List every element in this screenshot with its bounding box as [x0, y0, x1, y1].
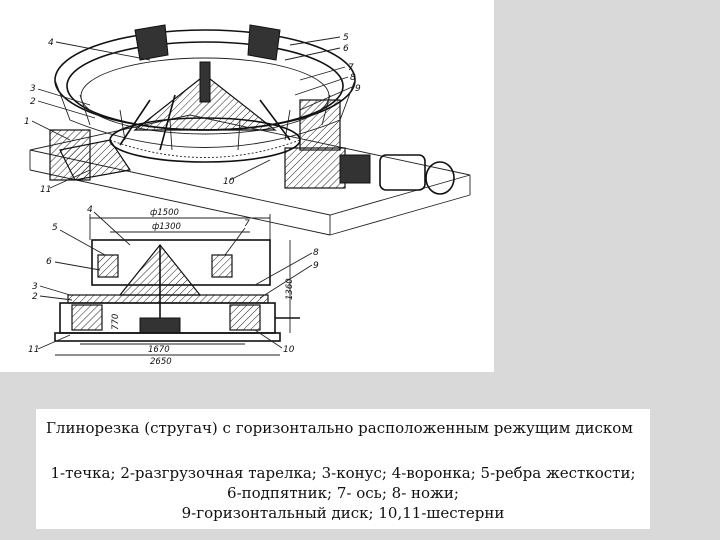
callout-11: 11 — [40, 185, 51, 195]
base-section — [54, 332, 281, 342]
section-callout-2: 2 — [32, 292, 38, 302]
stiffening-rib — [134, 24, 169, 61]
dimension-1360: 1360 — [285, 278, 295, 300]
dimension-2650: 2650 — [150, 357, 172, 367]
section-view: ф1500 ф1300 1670 2650 — [28, 205, 319, 367]
section-callout-10: 10 — [283, 345, 295, 355]
stiffening-rib — [247, 24, 281, 61]
section-callout-4: 4 — [87, 205, 93, 215]
callout-4: 4 — [48, 38, 54, 48]
discharge-chute — [59, 139, 132, 181]
caption-box: Глинорезка (стругач) с горизонтально рас… — [36, 409, 650, 529]
axle — [199, 61, 211, 103]
section-callout-9: 9 — [313, 261, 319, 271]
dimension-1670: 1670 — [148, 345, 170, 355]
callout-3: 3 — [30, 84, 36, 94]
gearbox — [284, 147, 346, 189]
legend-line: 1-течка; 2-разгрузочная тарелка; 3-конус… — [50, 464, 636, 482]
section-callout-6: 6 — [46, 257, 52, 267]
dimension-1500: ф1500 — [150, 208, 179, 218]
callout-6: 6 — [343, 44, 349, 54]
section-callout-7: 7 — [244, 219, 250, 229]
legend-line: 9-горизонтальный диск; 10,11-шестерни — [181, 504, 505, 522]
callout-9: 9 — [355, 84, 361, 94]
legend-line: 6-подпятник; 7- ось; 8- ножи; — [227, 484, 459, 502]
rib-section — [97, 254, 119, 278]
callout-1: 1 — [24, 117, 30, 127]
callout-5: 5 — [343, 33, 349, 43]
section-callout-8: 8 — [313, 248, 319, 258]
callout-2: 2 — [30, 97, 36, 107]
section-callout-5: 5 — [52, 223, 58, 233]
dimension-1300: ф1300 — [152, 222, 181, 232]
knives — [119, 94, 291, 151]
drawing-panel: 4 5 6 7 8 9 3 2 1 10 11 ф1500 ф1300 — [0, 0, 494, 372]
section-callout-11: 11 — [28, 345, 39, 355]
caption-legend: 1-течка; 2-разгрузочная тарелка; 3-конус… — [36, 463, 650, 523]
rib-section — [211, 254, 233, 278]
callout-8: 8 — [350, 73, 356, 83]
isometric-view: 4 5 6 7 8 9 3 2 1 10 11 — [24, 24, 471, 236]
electric-motor — [379, 154, 426, 191]
callout-7: 7 — [348, 63, 354, 73]
gear-teeth — [109, 139, 301, 158]
dimension-770: 770 — [111, 314, 121, 330]
disk-section — [67, 294, 269, 304]
technical-drawing: 4 5 6 7 8 9 3 2 1 10 11 ф1500 ф1300 — [24, 24, 471, 367]
caption-title: Глинорезка (стругач) с горизонтально рас… — [46, 419, 633, 437]
callout-10: 10 — [223, 177, 235, 187]
section-callout-3: 3 — [32, 282, 38, 292]
